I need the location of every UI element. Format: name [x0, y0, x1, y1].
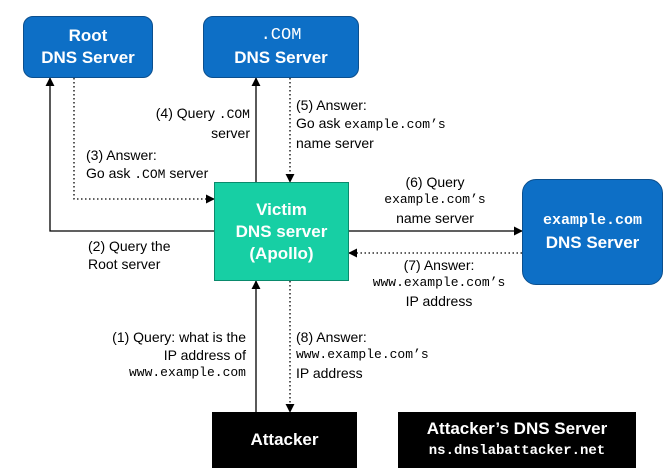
example-title: example.com	[542, 212, 643, 229]
victim-title: Victim	[256, 199, 307, 219]
root-title: Root	[68, 26, 108, 45]
step3-label: (3) Answer: Go ask .COM server	[86, 147, 209, 182]
com-subtitle: DNS Server	[234, 48, 328, 67]
attacker-title: Attacker	[250, 430, 319, 449]
attacker-dns-server: Attacker’s DNS Server ns.dnslabattacker.…	[398, 412, 636, 468]
step4-label: (4) Query .COM server	[155, 105, 250, 141]
arrow-query-root	[45, 77, 214, 232]
step7-label: (7) Answer: www.example.com’s IP address	[372, 257, 506, 309]
victim-name: (Apollo)	[249, 243, 314, 263]
com-dns-server: .COM DNS Server	[203, 16, 359, 78]
step8-label: (8) Answer: www.example.com’s IP address	[296, 329, 429, 381]
arrow-answer-root	[73, 78, 215, 204]
example-subtitle: DNS Server	[545, 233, 640, 252]
step1-label: (1) Query: what is the IP address of www…	[112, 329, 246, 380]
attacker-dns-hostname: ns.dnslabattacker.net	[428, 443, 606, 459]
step2-label: (2) Query the Root server	[88, 238, 171, 272]
com-title: .COM	[260, 26, 302, 45]
root-dns-server: Root DNS Server	[23, 16, 153, 78]
victim-dns-server: Victim DNS server (Apollo)	[214, 182, 349, 281]
example-dns-server: example.com DNS Server	[522, 179, 663, 285]
step6-label: (6) Query example.com’s name server	[384, 174, 486, 226]
victim-subtitle: DNS server	[235, 221, 328, 241]
attacker: Attacker	[212, 412, 357, 468]
root-subtitle: DNS Server	[41, 48, 135, 67]
step5-label: (5) Answer: Go ask example.com’s name se…	[296, 97, 446, 151]
attacker-dns-title: Attacker’s DNS Server	[426, 419, 608, 438]
